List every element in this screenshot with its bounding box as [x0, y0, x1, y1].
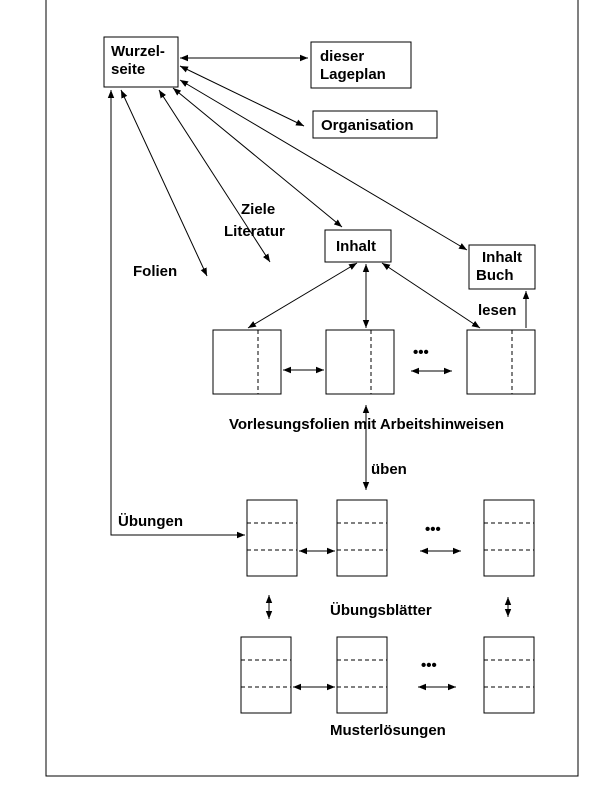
exercise-sheet-2[interactable] [336, 499, 388, 577]
arrow-root-slides [120, 89, 208, 277]
book-contents-label-2: Buch [476, 267, 514, 284]
solution-2[interactable] [336, 636, 388, 714]
arrow-contents-slide1 [247, 262, 358, 329]
organisation-label: Organisation [321, 117, 414, 134]
lecture-slides-caption: Vorlesungsfolien mit Arbeitshinweisen [229, 416, 504, 433]
exercise-sheet-1[interactable] [246, 499, 298, 577]
slides-label: Folien [133, 263, 177, 280]
goals-label: Ziele [241, 201, 275, 218]
root-page-node[interactable]: Wurzel- seite [103, 36, 179, 88]
sample-solutions-caption: Musterlösungen [330, 722, 446, 739]
root-page-label-1: Wurzel- [111, 43, 165, 60]
literature-label: Literatur [224, 223, 285, 240]
read-label: lesen [478, 302, 516, 319]
contents-node[interactable]: Inhalt [324, 229, 392, 263]
root-page-label-2: seite [111, 61, 145, 78]
site-plan-node[interactable]: dieser Lageplan [310, 41, 412, 89]
exercise-sheet-n[interactable] [483, 499, 535, 577]
sheets-ellipsis: ••• [425, 521, 441, 538]
arrow-contents-slide-n [381, 262, 481, 329]
practice-label: üben [371, 461, 407, 478]
slides-ellipsis: ••• [413, 344, 429, 361]
lecture-slide-2[interactable] [325, 329, 395, 395]
exercises-label: Übungen [118, 513, 183, 530]
book-contents-label-1: Inhalt [482, 249, 522, 266]
contents-label: Inhalt [336, 238, 376, 255]
solution-n[interactable] [483, 636, 535, 714]
site-plan-label-1: dieser [320, 48, 364, 65]
lecture-slide-1[interactable] [212, 329, 282, 395]
lecture-slide-n[interactable] [466, 329, 536, 395]
solution-1[interactable] [240, 636, 292, 714]
page-frame [45, 0, 579, 777]
exercise-sheets-caption: Übungsblätter [330, 602, 432, 619]
book-contents-node[interactable]: Inhalt Buch [468, 244, 536, 290]
site-plan-label-2: Lageplan [320, 66, 386, 83]
arrow-root-exercises [107, 90, 245, 539]
organisation-node[interactable]: Organisation [312, 110, 438, 139]
solutions-ellipsis: ••• [421, 657, 437, 674]
